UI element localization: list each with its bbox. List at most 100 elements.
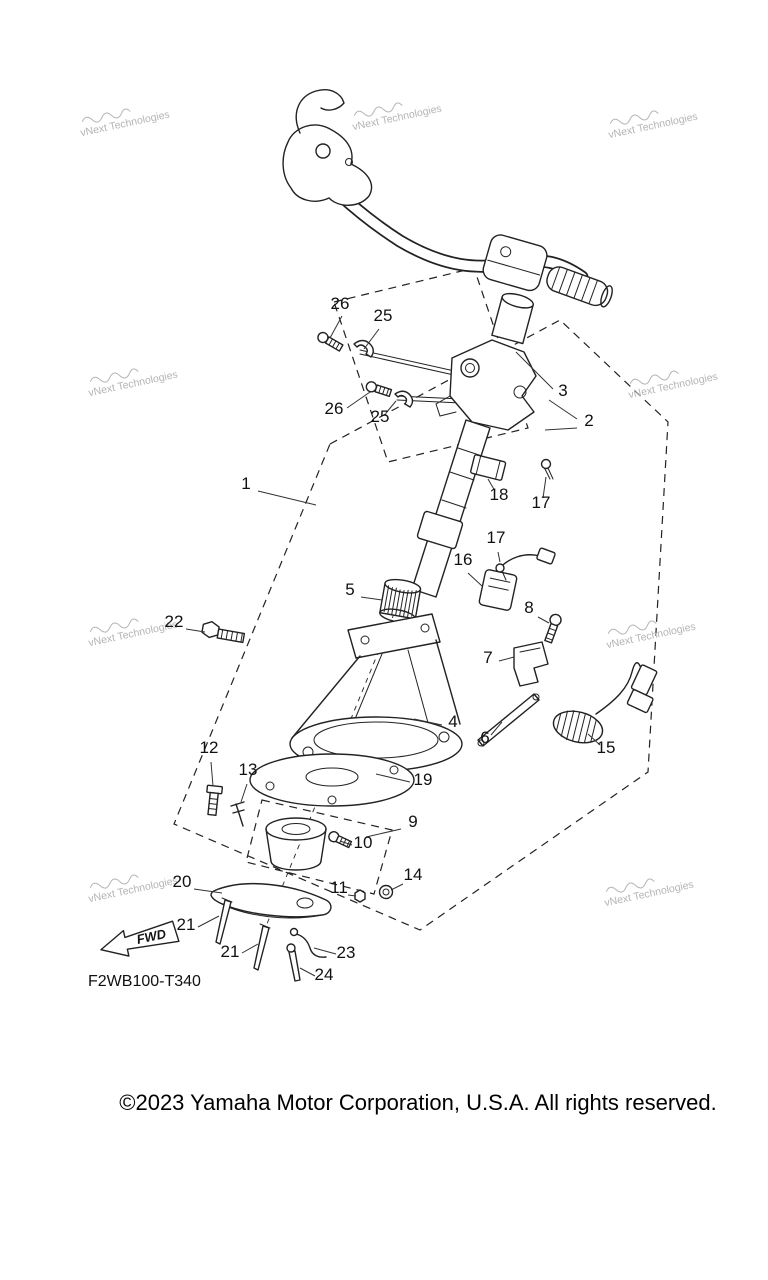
callout-13: 13 (239, 760, 258, 803)
svg-text:18: 18 (490, 485, 509, 504)
watermark-text: vNext Technologies (351, 103, 442, 134)
screw-17-lower (495, 563, 507, 581)
callout-25: 25 (371, 400, 397, 426)
svg-text:25: 25 (371, 407, 390, 426)
callout-23: 23 (313, 943, 356, 962)
callout-21: 21 (221, 942, 259, 961)
callout-9: 9 (365, 812, 418, 838)
callout-10: 10 (339, 833, 373, 852)
watermark-text: vNext Technologies (79, 109, 170, 140)
watermark: vNext Technologies (87, 874, 179, 905)
watermark-text: vNext Technologies (607, 111, 698, 142)
cable-23 (289, 927, 327, 958)
svg-text:13: 13 (239, 760, 258, 779)
clamp-25-upper (353, 339, 374, 358)
bracket-7 (513, 641, 549, 687)
svg-text:8: 8 (524, 598, 533, 617)
svg-text:21: 21 (221, 942, 240, 961)
watermark-text: vNext Technologies (87, 369, 178, 400)
coil-15 (552, 710, 604, 744)
handlebar (282, 89, 613, 308)
callout-18: 18 (487, 478, 509, 504)
switch-housing (482, 234, 548, 292)
screw-24 (286, 943, 301, 982)
callout-24: 24 (299, 965, 334, 984)
callout-19: 19 (375, 770, 433, 789)
svg-text:26: 26 (325, 399, 344, 418)
svg-text:19: 19 (414, 770, 433, 789)
svg-text:9: 9 (408, 812, 417, 831)
callout-15: 15 (587, 733, 616, 757)
callout-16: 16 (454, 550, 483, 587)
svg-text:5: 5 (345, 580, 354, 599)
callout-3: 3 (515, 351, 568, 400)
dashed-box-top (333, 267, 529, 463)
bearing-housing (265, 817, 327, 871)
callout-12: 12 (200, 738, 219, 787)
fwd-label: FWD (135, 926, 168, 947)
svg-text:21: 21 (177, 915, 196, 934)
screw-21-left (215, 897, 233, 945)
svg-text:7: 7 (483, 648, 492, 667)
screw-21-right (253, 923, 271, 971)
svg-text:26: 26 (331, 294, 350, 313)
callout-11: 11 (330, 878, 357, 897)
svg-text:24: 24 (315, 965, 334, 984)
bolt-12 (206, 784, 224, 816)
fwd-arrow: FWD (100, 920, 180, 957)
callout-14: 14 (390, 865, 423, 891)
svg-text:14: 14 (404, 865, 423, 884)
copyright-text: ©2023 Yamaha Motor Corporation, U.S.A. A… (119, 1090, 716, 1115)
callout-25: 25 (363, 306, 393, 350)
bolt-26-upper (317, 331, 344, 352)
watermark: vNext Technologies (87, 368, 179, 400)
splined-coupling (379, 578, 422, 624)
svg-text:10: 10 (354, 833, 373, 852)
bolt-10 (328, 831, 353, 849)
svg-text:1: 1 (241, 474, 250, 493)
coil-connector (626, 664, 658, 714)
part-code: F2WB100-T340 (88, 973, 201, 990)
svg-text:4: 4 (448, 712, 457, 731)
bolt-8 (544, 613, 562, 644)
watermark: vNext Technologies (607, 110, 699, 142)
svg-text:6: 6 (480, 728, 489, 747)
callout-17: 17 (532, 476, 550, 512)
dashed-box-main (173, 319, 669, 931)
callout-5: 5 (345, 580, 383, 601)
callout-2: 2 (544, 399, 594, 431)
callout-22: 22 (165, 612, 206, 633)
watermark: vNext Technologies (605, 620, 697, 652)
bracket-18 (470, 454, 507, 481)
callout-20: 20 (173, 872, 223, 894)
nut-11 (354, 889, 366, 903)
svg-text:2: 2 (584, 411, 593, 430)
lock-cylinder (491, 292, 534, 345)
svg-text:15: 15 (597, 738, 616, 757)
callout-26: 26 (329, 294, 350, 339)
svg-text:22: 22 (165, 612, 184, 631)
svg-text:3: 3 (558, 381, 567, 400)
watermark-text: vNext Technologies (627, 371, 718, 402)
svg-text:25: 25 (374, 306, 393, 325)
svg-text:12: 12 (200, 738, 219, 757)
screw-17-upper (540, 458, 554, 480)
relay-connector (536, 547, 556, 565)
callout-1: 1 (241, 474, 317, 506)
watermark-text: vNext Technologies (605, 621, 696, 652)
watermark: vNext Technologies (79, 108, 171, 140)
svg-text:23: 23 (337, 943, 356, 962)
callout-7: 7 (483, 648, 515, 667)
callout-17: 17 (487, 528, 506, 563)
steering-shaft (411, 419, 554, 598)
coil-wire (595, 662, 642, 715)
svg-text:17: 17 (487, 528, 506, 547)
callout-4: 4 (413, 712, 458, 731)
bolt-26-lower (365, 381, 393, 398)
upper-bracket (435, 292, 537, 431)
pin-13 (230, 801, 245, 827)
watermark: vNext Technologies (351, 102, 443, 134)
watermark: vNext Technologies (627, 370, 719, 402)
base-plate (249, 753, 415, 807)
watermark-text: vNext Technologies (603, 879, 694, 910)
